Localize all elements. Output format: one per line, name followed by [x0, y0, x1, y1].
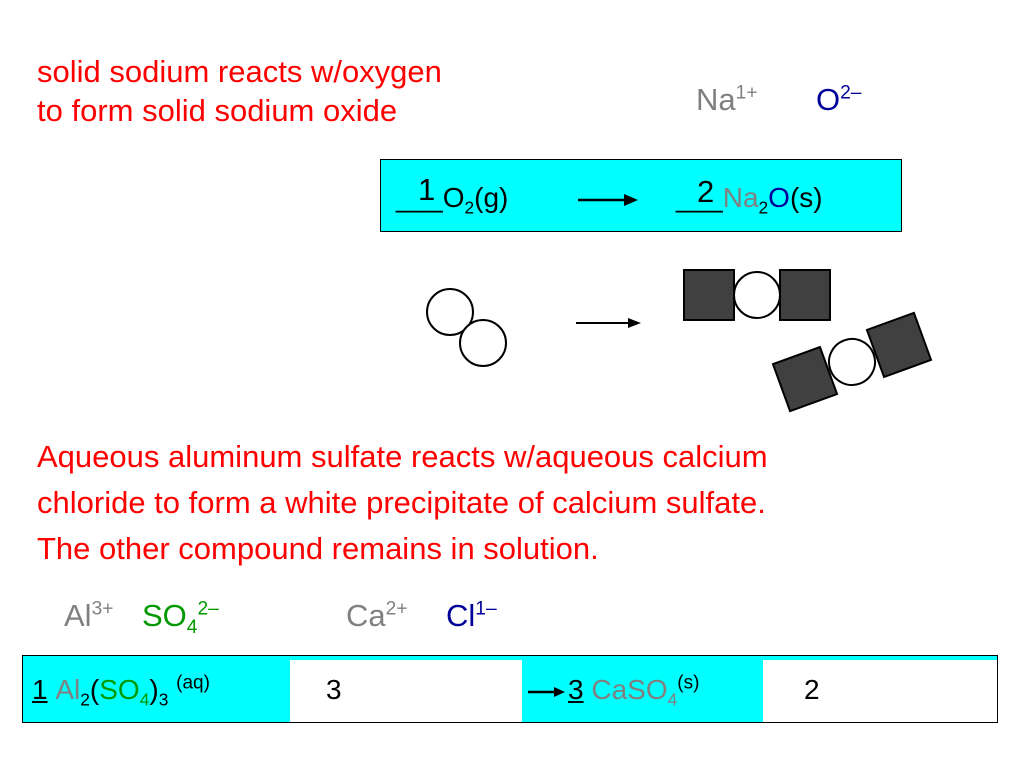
equation2-coef3: 3: [568, 674, 584, 705]
reaction-arrow-icon: [578, 194, 638, 206]
ion-sodium-symbol: Na: [696, 82, 736, 117]
particle-arrow-icon: [576, 318, 641, 328]
problem2-line1: Aqueous aluminum sulfate reacts w/aqueou…: [37, 439, 768, 474]
equation2-reactant: 1 Al2(SO4)3 (aq): [32, 672, 210, 710]
equation1-coef-left: 1: [418, 172, 436, 207]
equation2-coef4: 2: [804, 674, 820, 705]
problem1-prompt: solid sodium reacts w/oxygen to form sol…: [37, 52, 442, 130]
equation2-blank-region-2: [763, 660, 997, 722]
problem2-line3: The other compound remains in solution.: [37, 531, 599, 566]
ion-chloride: Cl1–: [446, 598, 497, 633]
problem1-line1: solid sodium reacts w/oxygen: [37, 54, 442, 89]
problem1-line2: to form solid sodium oxide: [37, 93, 398, 128]
equation2-coef2: 3: [326, 674, 342, 705]
equation2-product: 3 CaSO4(s): [568, 672, 700, 710]
ion-oxide: O2–: [816, 82, 862, 118]
ion-sulfate: SO42–: [142, 598, 219, 639]
equation1-coef-right: 2: [697, 174, 715, 209]
ion-sodium-charge: 1+: [735, 82, 758, 104]
equation1-right: ___Na2O(s): [676, 182, 823, 218]
sodium-oxide-unit-icon: [683, 269, 831, 321]
equation1-blank-right: ___: [676, 182, 723, 213]
equation1-box: [380, 159, 902, 232]
problem2-prompt: Aqueous aluminum sulfate reacts w/aqueou…: [37, 434, 768, 572]
equation1-blank-left: ___: [396, 182, 443, 213]
oxygen-molecule-icon: [426, 288, 507, 367]
reaction-arrow-icon: [528, 687, 565, 697]
ion-oxide-charge: 2–: [840, 82, 862, 104]
problem2-line2: chloride to form a white precipitate of …: [37, 485, 766, 520]
ion-calcium: Ca2+: [346, 598, 408, 633]
equation1-left: ___O2(g): [396, 182, 509, 218]
sodium-oxide-unit-icon: [771, 311, 933, 413]
equation1-reactant: O2(g): [442, 182, 509, 218]
ion-aluminum: Al3+: [64, 598, 114, 633]
ion-sodium: Na1+: [696, 82, 758, 118]
equation2-blank-region: [290, 660, 522, 722]
equation2-coef1: 1: [32, 674, 48, 705]
equation1-product: Na2O(s): [722, 182, 823, 218]
ion-oxide-symbol: O: [816, 82, 841, 117]
